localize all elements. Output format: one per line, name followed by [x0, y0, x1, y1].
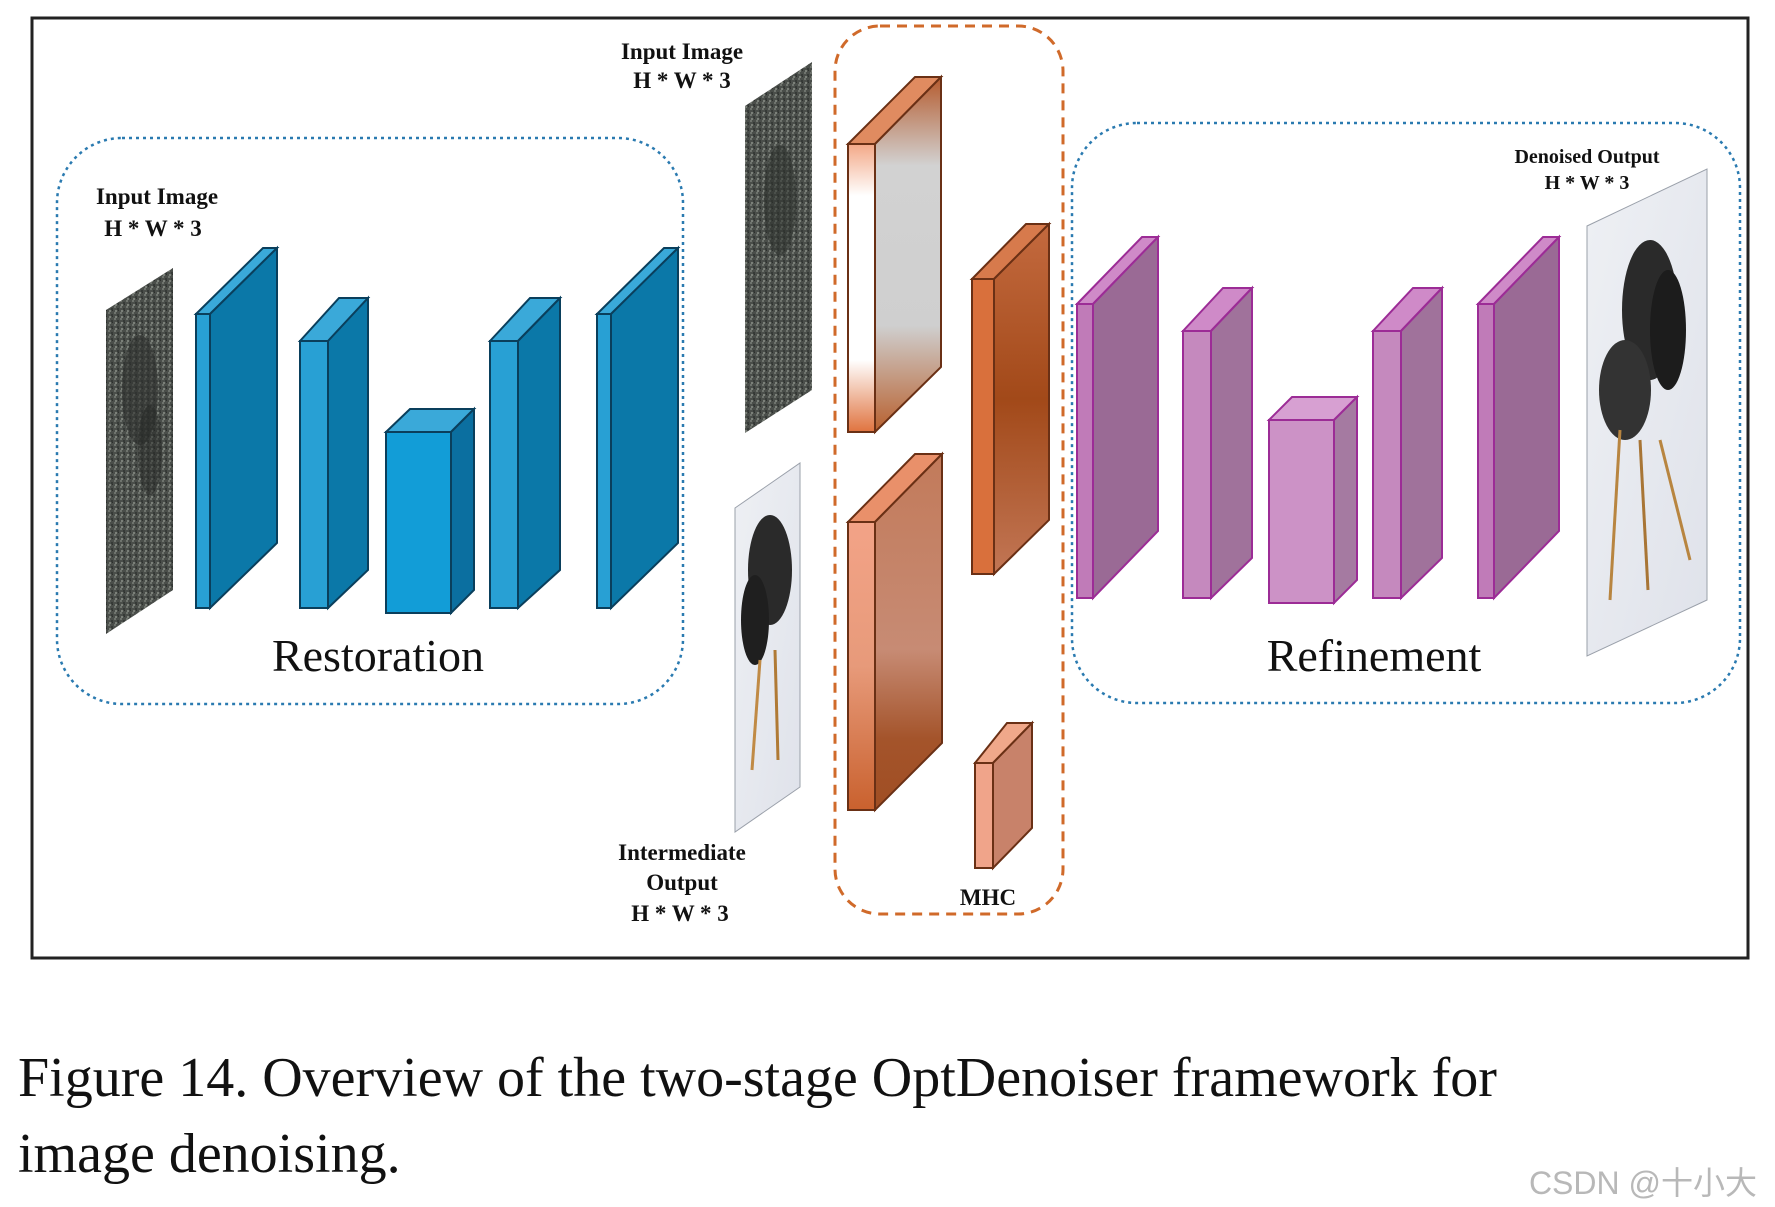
mhc-label: MHC	[960, 885, 1016, 910]
restoration-block-2	[297, 295, 371, 611]
mhc-region	[833, 24, 1065, 916]
restoration-block-3	[383, 406, 477, 616]
restoration-block-4	[487, 295, 563, 611]
intermediate-output-image	[734, 462, 801, 833]
restoration-input-image	[106, 268, 173, 634]
figure-caption: Figure 14. Overview of the two-stage Opt…	[18, 1047, 1497, 1185]
refinement-block-4	[1370, 285, 1445, 601]
watermark: CSDN @十小大	[1528, 1165, 1757, 1201]
restoration-block-1	[193, 245, 280, 611]
mhc-input-image	[745, 62, 812, 433]
denoised-output-dims: H * W * 3	[1545, 172, 1630, 194]
framework-diagram: Input Image H * W * 3 Restoration Input …	[30, 16, 1750, 960]
mhc-block-top	[845, 74, 944, 435]
refinement-block-5	[1475, 234, 1562, 601]
denoised-output-image	[1586, 168, 1708, 657]
refinement-block-2	[1180, 285, 1255, 601]
refinement-region	[1070, 121, 1742, 705]
restoration-label: Restoration	[272, 630, 484, 681]
restoration-block-5	[594, 245, 681, 611]
mhc-block-small	[972, 720, 1035, 871]
intermediate-output-line2: Output	[646, 870, 718, 895]
mhc-block-bottom	[845, 451, 945, 813]
mhc-input-title: Input Image	[621, 39, 743, 64]
refinement-label: Refinement	[1267, 630, 1482, 681]
refinement-block-3	[1266, 394, 1360, 606]
intermediate-output-dims: H * W * 3	[631, 901, 729, 926]
denoised-output-title: Denoised Output	[1514, 146, 1659, 168]
restoration-region	[55, 136, 685, 706]
figure-frame	[30, 16, 1750, 960]
restoration-input-dims: H * W * 3	[104, 216, 202, 241]
restoration-input-title: Input Image	[96, 184, 218, 209]
mhc-block-middle	[969, 221, 1052, 577]
mhc-input-dims: H * W * 3	[633, 68, 731, 93]
intermediate-output-line1: Intermediate	[618, 840, 746, 865]
refinement-block-1	[1074, 234, 1161, 601]
